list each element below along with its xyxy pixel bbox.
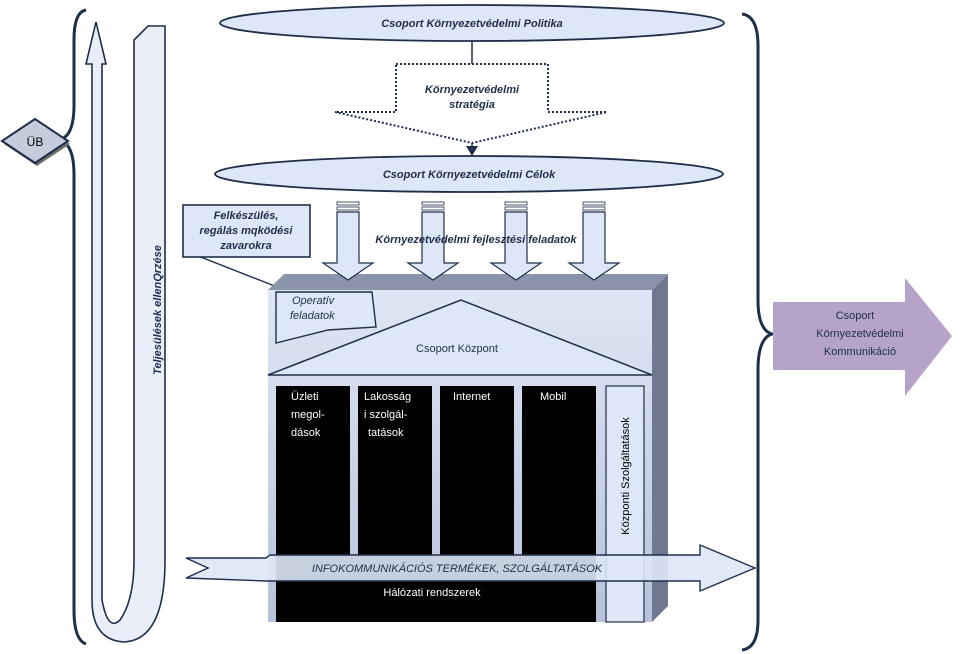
center-roof: Csoport Központ <box>267 299 653 376</box>
strategy-label-1: Környezetvédelmi <box>425 84 520 96</box>
performance-loop-arrow: Teljesülések ellenQrzése <box>84 21 166 643</box>
dev-arrow-1 <box>321 201 375 281</box>
connector-arrowhead <box>466 146 478 156</box>
operative-label-2: feladatok <box>290 310 335 322</box>
network-label: Hálózati rendszerek <box>383 587 481 599</box>
col4-line1: Mobil <box>540 391 566 403</box>
col2-line3: tatások <box>368 427 404 439</box>
central-services-box: Központi Szolgáltatások <box>605 385 645 623</box>
products-arrow: INFOKOMMUNIKÁCIÓS TERMÉKEK, SZOLGÁLTATÁS… <box>185 543 757 593</box>
col2-line2: i szolgál- <box>364 409 408 421</box>
products-label: INFOKOMMUNIKÁCIÓS TERMÉKEK, SZOLGÁLTATÁS… <box>312 562 603 575</box>
central-services-label: Központi Szolgáltatások <box>620 417 632 535</box>
goals-ellipse: Csoport Környezetvédelmi Célok <box>214 155 724 193</box>
communication-label-1: Csoport <box>836 310 875 322</box>
dev-arrow-3 <box>489 201 543 281</box>
disruption-label-2: regálás mqködési <box>200 225 294 237</box>
col3-line1: Internet <box>453 391 490 403</box>
dev-task-arrows: Környezetvédelmi fejlesztési feladatok <box>321 201 621 281</box>
communication-label-3: Kommunikáció <box>824 346 896 358</box>
col1-line1: Üzleti <box>291 391 319 403</box>
communication-arrow: Csoport Környezetvédelmi Kommunikáció <box>773 278 952 396</box>
goals-label: Csoport Környezetvédelmi Célok <box>383 169 556 181</box>
left-brace <box>57 8 87 646</box>
performance-label: Teljesülések ellenQrzése <box>152 245 164 375</box>
col1-line3: dások <box>291 427 321 439</box>
dev-arrow-4 <box>567 201 621 281</box>
center-label: Csoport Központ <box>416 343 498 355</box>
pillar-mobile <box>522 386 596 556</box>
dev-arrow-2 <box>406 201 460 281</box>
disruption-callout: Felkészülés, regálás mqködési zavarokra <box>182 204 311 297</box>
right-brace <box>741 12 778 652</box>
col1-line2: megol- <box>291 409 325 421</box>
operative-label-1: Operatív <box>292 295 336 307</box>
policy-ellipse: Csoport Környezetvédelmi Politika <box>219 4 725 42</box>
strategy-label-2: stratégia <box>449 99 495 111</box>
pillar-residential <box>358 386 432 556</box>
disruption-label-3: zavarokra <box>219 240 271 252</box>
disruption-label-1: Felkészülés, <box>214 210 279 222</box>
policy-label: Csoport Környezetvédelmi Politika <box>381 18 563 30</box>
pillar-business <box>276 386 350 556</box>
ub-diamond: ÜB <box>0 117 70 166</box>
operative-tasks-box: Operatív feladatok <box>275 291 377 344</box>
communication-label-2: Környezetvédelmi <box>816 328 903 340</box>
ub-label: ÜB <box>27 135 44 149</box>
col2-line1: Lakosság <box>364 391 411 403</box>
pillars: Üzleti megol- dások Lakosság i szolgál- … <box>276 386 596 556</box>
pillar-internet <box>440 386 514 556</box>
strategy-arrow: Környezetvédelmi stratégia <box>334 63 608 145</box>
dev-tasks-label: Környezetvédelmi fejlesztési feladatok <box>375 234 577 246</box>
